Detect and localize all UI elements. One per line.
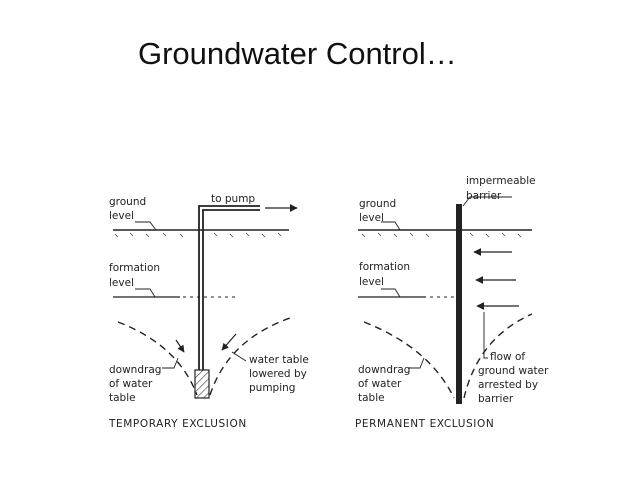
water-table-label: pumping [249, 382, 295, 394]
wellpoint-filter [194, 369, 210, 399]
formation-leader [135, 288, 156, 298]
formation-level-label: formation [109, 262, 160, 274]
slide-title: Groundwater Control… [138, 36, 457, 71]
formation-level-label: level [359, 276, 384, 288]
water-table-leader [231, 351, 247, 362]
barrier-label: impermeable [466, 175, 536, 187]
flow-arrow [175, 339, 185, 353]
flow-label: flow of [490, 351, 525, 363]
downdrag-leader [162, 357, 179, 369]
pump-pipe [198, 205, 260, 370]
ground-level-label: ground [109, 196, 146, 208]
ground-level-label: level [109, 210, 134, 222]
flow-label: ground water [478, 365, 549, 377]
temporary-exclusion-caption: TEMPORARY EXCLUSION [108, 418, 247, 430]
formation-level-label: level [109, 277, 134, 289]
formation-leader [381, 288, 401, 298]
flow-label: arrested by [478, 379, 538, 391]
downdrag-label: table [109, 392, 136, 404]
to-pump-label: to pump [211, 193, 255, 205]
downdrag-leader [409, 357, 425, 369]
barrier-leader [462, 196, 512, 207]
ground-level-label: ground [359, 198, 396, 210]
ground-leader [381, 221, 401, 231]
impermeable-barrier [456, 204, 462, 404]
water-table-label: lowered by [249, 368, 307, 380]
downdrag-label: of water [109, 378, 153, 390]
ground-level-label: level [359, 212, 384, 224]
downdrag-label: table [358, 392, 385, 404]
downdrag-label: downdrag [109, 364, 161, 376]
flow-leader [483, 312, 488, 359]
formation-level-label: formation [359, 261, 410, 273]
ground-hatching [361, 232, 522, 238]
drawdown-curve [117, 321, 198, 396]
permanent-exclusion-panel: impermeable barrier ground level formati… [355, 175, 549, 430]
downdrag-label: downdrag [358, 364, 410, 376]
ground-hatching [114, 232, 282, 238]
drawdown-curve [363, 321, 455, 399]
flow-arrow [221, 333, 237, 351]
water-table-label: water table [249, 354, 309, 366]
downdrag-label: of water [358, 378, 402, 390]
temporary-exclusion-panel: to pump ground level formation level dow… [108, 193, 309, 430]
ground-leader [135, 221, 157, 231]
barrier-label: barrier [466, 190, 502, 202]
permanent-exclusion-caption: PERMANENT EXCLUSION [355, 418, 494, 430]
flow-label: barrier [478, 393, 514, 405]
